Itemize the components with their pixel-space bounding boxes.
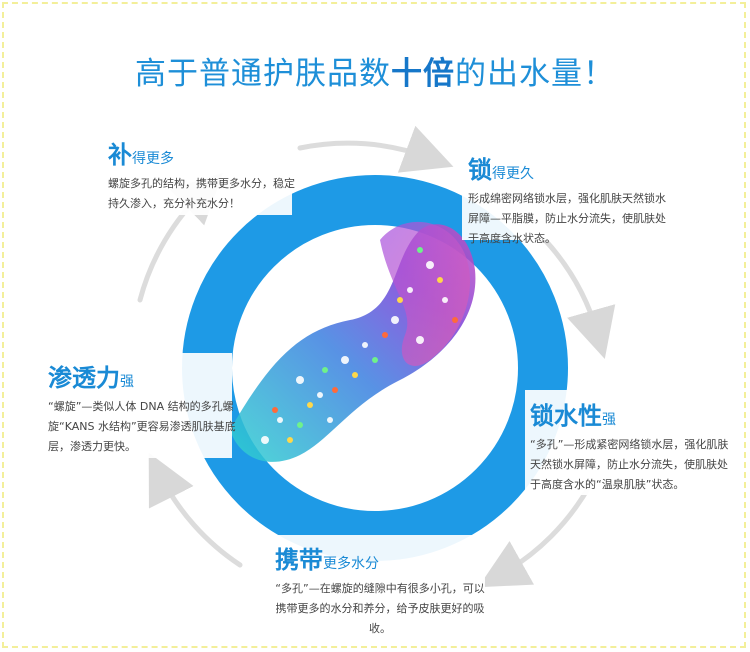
block-shen-small: 强 [120, 374, 134, 390]
block-shen-big: 渗透力 [48, 364, 120, 392]
block-xd-big: 携带 [275, 546, 323, 574]
block-bu-desc: 螺旋多孔的结构，携带更多水分，稳定持久渗入，充分补充水分！ [108, 177, 295, 210]
headline-prefix: 高于普通护肤品数 [135, 56, 391, 92]
block-sx-small: 强 [602, 412, 616, 428]
block-bu: 补得更多 螺旋多孔的结构，携带更多水分，稳定持久渗入，充分补充水分！ [108, 135, 298, 214]
block-suo-desc: 形成绵密网络锁水层，强化肌肤天然锁水屏障—平脂膜，防止水分流失，使肌肤处于高度含… [468, 192, 666, 245]
label-bg-xd [270, 535, 485, 635]
headline-suffix: 的出水量！ [455, 56, 615, 92]
label-bg-shen [42, 353, 232, 458]
label-bg-bu [102, 130, 292, 215]
block-sx-big: 锁水性 [530, 402, 602, 430]
block-bu-big: 补 [108, 141, 132, 169]
block-xd-desc: “多孔”—在螺旋的缝隙中有很多小孔，可以携带更多的水分和养分，给予皮肤更好的吸收… [275, 582, 485, 635]
block-suo-big: 锁 [468, 156, 492, 184]
block-suo-title: 锁得更久 [468, 150, 668, 185]
block-suo-small: 得更久 [492, 166, 534, 182]
block-bu-small: 得更多 [132, 151, 174, 167]
block-xd: 携带更多水分 “多孔”—在螺旋的缝隙中有很多小孔，可以携带更多的水分和养分，给予… [275, 540, 485, 639]
block-sx-title: 锁水性强 [530, 396, 730, 431]
block-xd-small: 更多水分 [323, 556, 379, 572]
block-shen: 渗透力强 “螺旋”—类似人体 DNA 结构的多孔螺旋“KANS 水结构”更容易渗… [48, 358, 248, 457]
headline-emphasis: 十倍 [391, 56, 455, 92]
block-bu-title: 补得更多 [108, 135, 298, 170]
label-bg-suo [462, 145, 672, 240]
molecule-helix-icon [230, 221, 476, 462]
block-xd-title: 携带更多水分 [275, 540, 485, 575]
page-headline: 高于普通护肤品数十倍的出水量！ [0, 48, 750, 93]
label-bg-sx [525, 390, 725, 495]
block-sx: 锁水性强 “多孔”—形成紧密网络锁水层，强化肌肤天然锁水屏障，防止水分流失，使肌… [530, 396, 730, 495]
block-sx-desc: “多孔”—形成紧密网络锁水层，强化肌肤天然锁水屏障，防止水分流失，使肌肤处于高度… [530, 438, 729, 491]
block-shen-title: 渗透力强 [48, 358, 248, 393]
cycle-arrow-icon [137, 125, 616, 588]
block-shen-desc: “螺旋”—类似人体 DNA 结构的多孔螺旋“KANS 水结构”更容易渗透肌肤基底… [48, 400, 236, 453]
block-suo: 锁得更久 形成绵密网络锁水层，强化肌肤天然锁水屏障—平脂膜，防止水分流失，使肌肤… [468, 150, 668, 249]
